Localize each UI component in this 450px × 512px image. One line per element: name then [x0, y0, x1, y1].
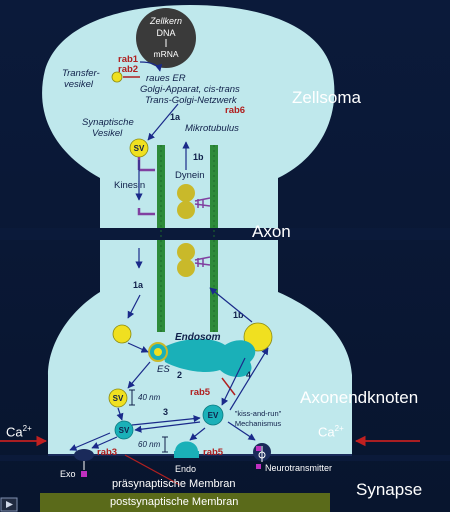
nucleus: Zellkern DNA mRNA: [136, 8, 196, 68]
calcium-right-label: Ca2+: [318, 424, 344, 439]
dna-label: DNA: [156, 28, 175, 38]
region-soma-label: Zellsoma: [292, 88, 361, 107]
transfer-vesicle-label: Transfer-: [62, 68, 100, 79]
sv-to-sv-arrow: [116, 407, 124, 421]
rab5-line-a: [221, 377, 236, 396]
scale-bar-40: [129, 389, 135, 406]
to-ev-arrow: [221, 357, 246, 406]
region-axon-label: Axon: [252, 222, 291, 241]
ev-to-sv-arrow: [134, 421, 201, 433]
sv-label-b: SV: [119, 426, 130, 435]
step-1b-soma: 1b: [193, 152, 204, 162]
membrane-gap: [0, 455, 450, 461]
exocytosis-site: [74, 449, 94, 461]
endosome: [148, 338, 256, 377]
presynaptic-membrane-label: präsynaptische Membran: [112, 478, 236, 490]
ev-label: EV: [208, 411, 219, 420]
transmitter-release: [253, 443, 271, 469]
sv-vesicle-60nm: [114, 420, 134, 440]
sv-to-exo-arrow: [91, 436, 118, 449]
ev-to-membrane-arrow: [227, 421, 256, 441]
terminal-down-arrow: [127, 294, 141, 319]
endosome-label: Endosom: [175, 332, 221, 343]
rab1-label: rab1: [118, 54, 139, 65]
golgi-to-sv-arrow: [147, 103, 179, 141]
microtubule-label: Mikrotubulus: [185, 123, 239, 134]
region-synapse-label: Synapse: [356, 480, 423, 499]
mechanism-label: Mechanismus: [235, 419, 282, 428]
calcium-left-text: Ca: [6, 424, 23, 440]
calcium-left-label: Ca2+: [6, 424, 32, 439]
golgi-label: Golgi-Apparat, cis-trans: [140, 84, 240, 95]
neurotransmitter-exo: [81, 471, 87, 477]
mrna-label: mRNA: [153, 49, 178, 59]
endosome-to-sv-arrow: [127, 361, 151, 389]
calcium-right-charge: 2+: [334, 424, 344, 433]
kiss-and-run-label: "kiss-and-run": [235, 409, 282, 418]
postsynaptic-membrane-label: postsynaptische Membran: [110, 496, 239, 508]
sv-label-soma: SV: [134, 144, 145, 153]
synaptic-vesicle-label: Synaptische: [82, 117, 134, 128]
scale-bar-60: [162, 436, 168, 453]
dist-40-label: 40 nm: [138, 393, 161, 402]
transfer-vesicle-label-2: vesikel: [64, 79, 94, 90]
step-1a-soma: 1a: [170, 112, 181, 122]
step-4-label: 4: [246, 370, 251, 380]
calcium-left-charge: 2+: [22, 424, 32, 433]
er-label: raues ER: [146, 73, 186, 84]
step-3-label: 3: [163, 407, 168, 417]
vesicle-small: [112, 324, 132, 344]
sv-to-ev-arrow: [131, 415, 201, 426]
ev-down-arrow: [189, 427, 206, 441]
step-1a-terminal: 1a: [133, 280, 144, 290]
step-2-label: 2: [177, 370, 182, 380]
postsynaptic-membrane-band: [40, 493, 330, 512]
sv-to-exo-arrow-2: [69, 432, 111, 451]
es-label: ES: [157, 364, 170, 375]
region-terminal-label: Axonendknoten: [300, 388, 419, 407]
rab2-label: rab2: [118, 64, 138, 75]
rab5-label-a: rab5: [190, 387, 211, 398]
kinesin-motor-2: [137, 208, 155, 216]
dynein-label: Dynein: [175, 170, 205, 181]
transfer-vesicle: [111, 71, 123, 83]
dynein-complex: [177, 184, 211, 219]
ev-to-endosome-arrow: [229, 347, 269, 411]
rab3-label: rab3: [97, 447, 117, 458]
step-1b-terminal: 1b: [233, 310, 244, 320]
calcium-right-text: Ca: [318, 424, 335, 440]
dist-60-label: 60 nm: [138, 440, 161, 449]
rab3-line: [124, 454, 181, 486]
to-endosome-arrow: [127, 342, 149, 353]
synaptic-vesicle-label-2: Vesikel: [92, 128, 123, 139]
retro-terminal-arrow: [209, 287, 253, 323]
trans-golgi-label: Trans-Golgi-Netzwerk: [145, 95, 238, 106]
er-arrow: [139, 61, 163, 72]
axon-gap: [0, 228, 450, 240]
rab6-label: rab6: [225, 105, 245, 116]
endocytosis-site: [174, 441, 199, 458]
neurotransmitter-label: Neurotransmitter: [265, 463, 332, 473]
exo-label: Exo: [60, 469, 76, 479]
sv-label-a: SV: [113, 394, 124, 403]
ev-vesicle: [202, 404, 224, 426]
nucleus-title: Zellkern: [149, 16, 182, 26]
sv-vesicle-40nm: [108, 388, 128, 408]
microtubule: [157, 145, 218, 332]
dynein-complex-2: [177, 243, 211, 277]
rab5-label-b: rab5: [203, 447, 224, 458]
endo-label: Endo: [175, 464, 196, 474]
play-icon[interactable]: [0, 497, 18, 512]
kinesin-label: Kinesin: [114, 180, 145, 191]
